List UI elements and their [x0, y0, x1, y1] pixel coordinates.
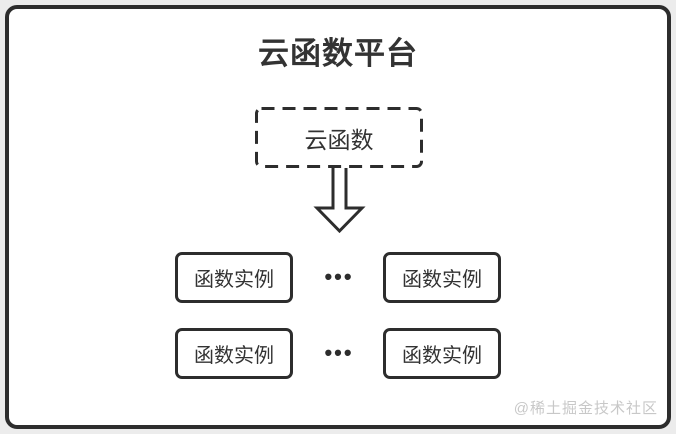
function-instance-box: 函数实例: [383, 252, 501, 303]
function-instance-label: 函数实例: [402, 345, 482, 367]
function-instance-box: 函数实例: [175, 328, 293, 379]
function-instance-label: 函数实例: [194, 269, 274, 291]
diagram-title: 云函数平台: [258, 36, 418, 71]
function-instance-box: 函数实例: [383, 328, 501, 379]
watermark: @稀土掘金技术社区: [513, 400, 658, 417]
ellipsis: •••: [324, 264, 354, 289]
function-instance-label: 函数实例: [194, 345, 274, 367]
function-instance-label: 函数实例: [402, 269, 482, 291]
cloud-function-label: 云函数: [304, 126, 374, 153]
function-instance-box: 函数实例: [175, 252, 293, 303]
ellipsis: •••: [324, 340, 354, 365]
